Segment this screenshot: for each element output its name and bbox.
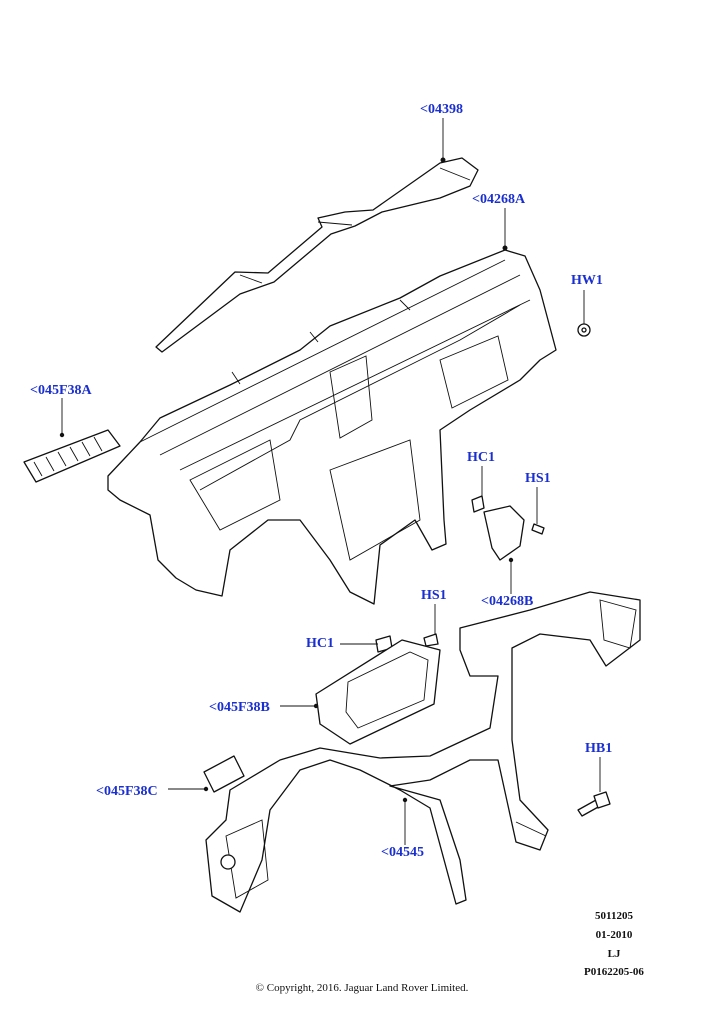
callout-045f38b[interactable]: <045F38B [209,700,270,715]
drawing-date: 01-2010 [595,929,633,941]
callout-04268b[interactable]: <04268B [481,594,534,609]
copyright-notice: © Copyright, 2016. Jaguar Land Rover Lim… [255,982,469,994]
dashboard-frame-part [107,245,557,605]
callout-hw1[interactable]: HW1 [571,273,603,288]
screw-clip-hs1-hc1-part [375,633,439,653]
callout-04398[interactable]: <04398 [420,102,463,117]
cross-car-beam-part [205,591,641,913]
model-code: LJ [607,948,621,960]
bracket-04268b-part [471,495,545,563]
drawing-number: 5011205 [595,910,633,922]
callout-04268a[interactable]: <04268A [472,192,526,207]
callout-hc1-upper[interactable]: HC1 [467,450,495,465]
leader-lines [61,118,601,845]
callout-hb1[interactable]: HB1 [585,741,613,756]
display-housing-part [313,639,441,745]
dash-top-cover-part [155,157,479,353]
callout-04545[interactable]: <04545 [381,845,424,860]
callout-045f38a[interactable]: <045F38A [30,383,92,398]
callout-hs1-upper[interactable]: HS1 [525,471,551,486]
vent-grille-part [23,429,121,483]
callout-hc1-lower[interactable]: HC1 [306,636,334,651]
bolt-hb1-part [577,791,611,817]
washer-hw1-part [577,323,591,337]
callout-045f38c[interactable]: <045F38C [96,784,158,799]
callout-hs1-lower[interactable]: HS1 [421,588,447,603]
illustration-number: P0162205-06 [584,966,644,978]
